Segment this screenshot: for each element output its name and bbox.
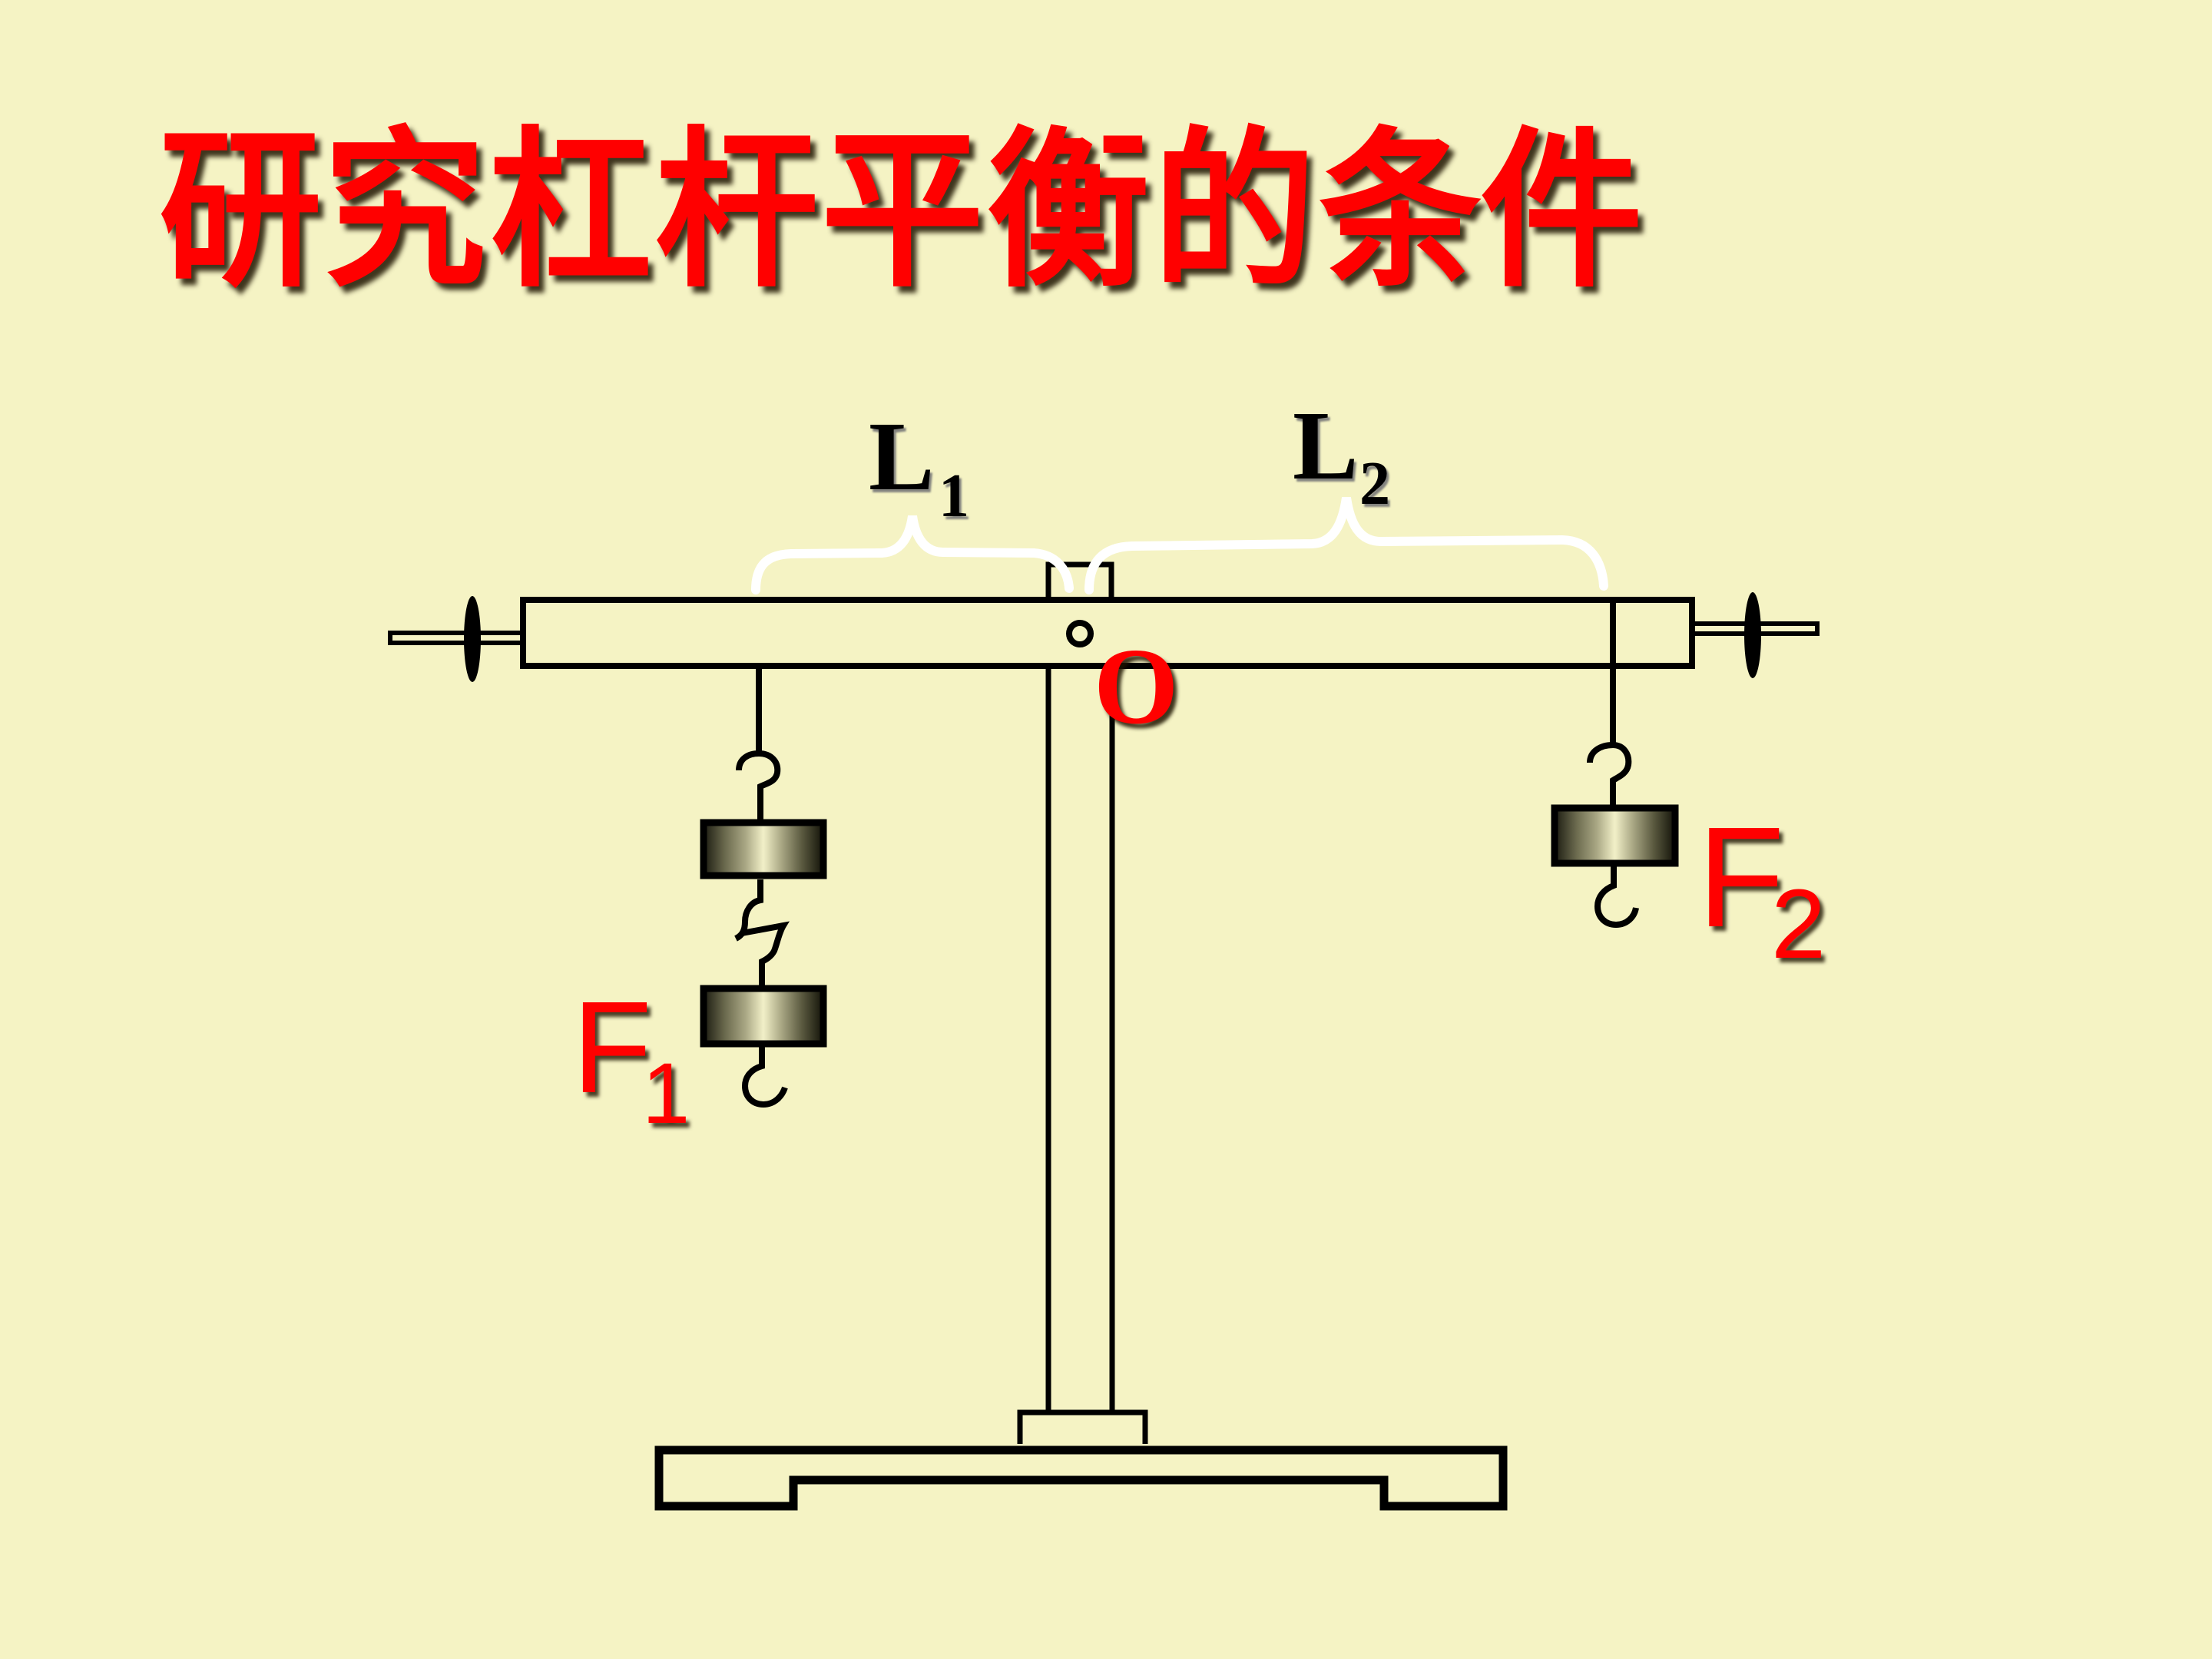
weight — [700, 985, 827, 1048]
lever-beam — [520, 597, 1695, 669]
force-label-f2-main: F — [1697, 798, 1785, 957]
title-char: 研 — [159, 111, 322, 311]
title-char: 的 — [1153, 111, 1316, 311]
right-weight-stack — [1551, 600, 1679, 929]
arm-label-l1-main: L — [869, 402, 935, 511]
weight — [1551, 804, 1679, 867]
title-char: 条 — [1319, 111, 1482, 311]
force-label-f1-sub: 1 — [642, 1045, 690, 1141]
stand-base — [654, 1445, 1508, 1511]
stand-foot-block — [1017, 1409, 1148, 1444]
title-char: 平 — [821, 111, 984, 311]
right-balance-nut — [1690, 592, 1820, 678]
force-label-f2-sub: 2 — [1771, 869, 1826, 979]
stand-post — [1045, 666, 1115, 1412]
left-weight-stack — [700, 666, 827, 1108]
arm-label-l2-sub: 2 — [1359, 450, 1390, 518]
pivot-block — [1045, 561, 1114, 603]
arm-label-l2-main: L — [1293, 391, 1359, 500]
title-char: 杠 — [489, 111, 652, 311]
left-balance-nut — [388, 596, 525, 682]
fulcrum-label: O — [1094, 625, 1179, 747]
title-char: 杆 — [655, 111, 818, 311]
brace-right — [1084, 497, 1608, 594]
weight — [700, 819, 827, 879]
fulcrum-pin — [1066, 620, 1094, 647]
brace-left — [751, 515, 1074, 594]
force-label-f1-main: F — [572, 975, 652, 1121]
title-char: 究 — [323, 111, 486, 311]
title-char: 件 — [1480, 111, 1643, 311]
title-char: 衡 — [987, 111, 1150, 311]
arm-label-l1-sub: 1 — [939, 462, 969, 530]
